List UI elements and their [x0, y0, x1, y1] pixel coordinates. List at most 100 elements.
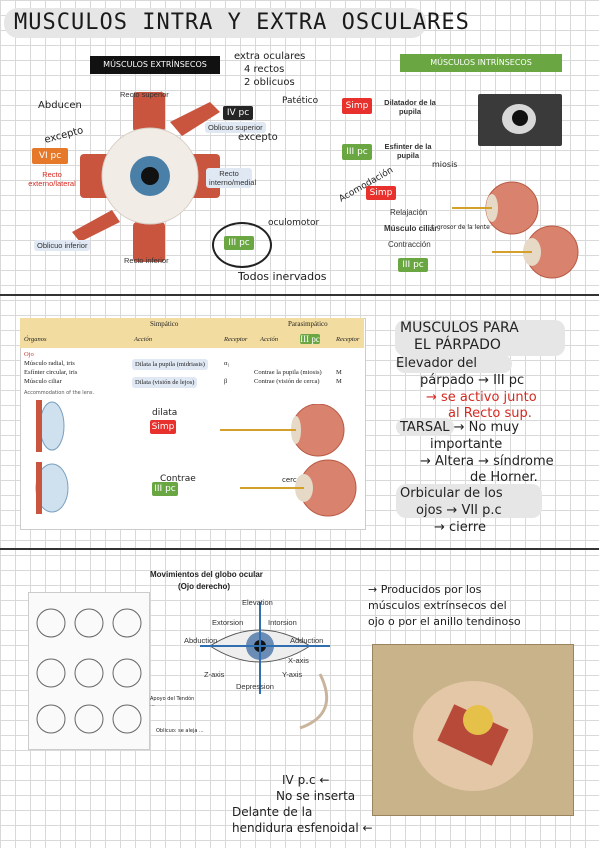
th-receptor-2: Receptor [336, 336, 360, 343]
badge-iii-pc-3: III pc [398, 258, 428, 272]
eyelid-item-3-line2: ojos → VII p.c [416, 503, 502, 518]
circle [74, 608, 104, 638]
table-row: Esfínter circular, iris Contrae la pupil… [24, 368, 364, 377]
eyelid-item-2-extra-2: de Horner. [470, 470, 538, 485]
oculomotor-note: oculomotor [268, 218, 320, 228]
badge-simp-table: Simp [150, 420, 176, 434]
note-line: extra oculares [234, 51, 306, 62]
eyelid-title-2: EL PÁRPADO [414, 337, 501, 353]
eyelid-band-3 [396, 484, 542, 518]
label-oblicuo-inferior: Oblicuo inferior [34, 240, 91, 251]
circle [112, 658, 142, 688]
th-iii-pc: III pc [300, 334, 320, 344]
orbit-nerve [463, 705, 493, 735]
badge-iii-pc-table: III pc [152, 482, 178, 496]
lens-far [39, 401, 65, 451]
th-organos: Órganos [24, 336, 47, 343]
iii-pc-circle [212, 222, 272, 268]
badge-iii-pc-2: III pc [342, 144, 372, 160]
muscle-recto-inferior [133, 222, 165, 262]
td: Esfínter circular, iris [24, 369, 78, 376]
badge-simp-1: Simp [342, 98, 372, 114]
patetico-note: Patético [282, 96, 319, 106]
eyelid-title-1: MUSCULOS PARA [400, 320, 519, 336]
accommodation-diagram [35, 400, 69, 514]
eyelid-item-3-extra-1: → cierre [434, 520, 486, 535]
circle [36, 608, 66, 638]
producidos-note: → Producidos por los músculos extrínseco… [368, 582, 521, 630]
eyelid-item-1-line2: párpado → III pc [420, 373, 525, 388]
divider-2 [0, 548, 599, 550]
label-y-axis: Y-axis [282, 670, 303, 679]
note-line: Delante de la [232, 805, 313, 819]
excepto-right-note: excepto [238, 132, 278, 143]
movements-title-1: Movimientos del globo ocular [150, 570, 263, 579]
label-elevation: Elevation [242, 598, 273, 607]
label-relajacion: Relajación [390, 208, 428, 217]
label-recto-interno: Recto interno/medial [206, 168, 256, 188]
eyelid-band-1 [396, 355, 512, 373]
badge-iv-pc: IV pc [223, 106, 253, 120]
td: M [336, 369, 342, 376]
eyelid-item-3-line1: Orbicular de los [400, 486, 503, 501]
note-line: → Producidos por los [368, 583, 482, 596]
th-accion-2: Acción [260, 336, 279, 343]
title-band [4, 8, 426, 38]
circle [36, 658, 66, 688]
col-simpatico: Simpático [150, 320, 179, 328]
notes-top: extra oculares 4 rectos 2 oblicuos [234, 50, 305, 89]
eye-movement-diagram [200, 602, 330, 730]
contrae-note: Contrae [160, 474, 196, 484]
td: Contrae la pupila (miosis) [254, 369, 322, 376]
circle [112, 704, 142, 734]
small-note-2: Oblicuo: se aleja ... [156, 728, 204, 734]
circle [36, 704, 66, 734]
label-recto-externo: Recto externo/lateral [28, 170, 76, 188]
label-oblicuo-superior: Oblicuo superior [205, 122, 266, 133]
bottom-note: IV p.c ← No se inserta Delante de la hen… [232, 772, 373, 836]
page-title: MUSCULOS INTRA Y EXTRA OSCULARES [14, 10, 470, 35]
circle [112, 608, 142, 638]
aumento-note: ↑ grosor de la lente [430, 224, 490, 231]
td: Ojo [24, 351, 34, 358]
table-body: Ojo Músculo radial, iris Dilata la pupil… [24, 350, 364, 388]
pupil [141, 167, 159, 185]
eye-diagram [72, 92, 220, 262]
eyelid-item-2-line2: importante [430, 437, 503, 452]
td: β [224, 378, 228, 385]
td: Contrae (visión de cerca) [254, 378, 320, 385]
eyelid-title-band [395, 320, 565, 356]
intrinsic-header: MÚSCULOS INTRÍNSECOS [400, 54, 562, 72]
dilata-note: dilata [152, 408, 178, 418]
small-note-1: Apoyo del Tendón ... [150, 696, 195, 708]
label-contraccion: Contracción [388, 240, 431, 249]
td: Dilata la pupila (midriasis) [132, 359, 208, 370]
label-abduction: Abduction [184, 636, 218, 645]
muscle-oblicuo-inferior [72, 210, 120, 242]
note-line: No se inserta [276, 789, 356, 803]
eye-photo [478, 94, 562, 146]
td: Músculo ciliar [24, 378, 62, 385]
muscle-recto-superior [133, 92, 165, 132]
label-adduction: Adduction [290, 636, 324, 645]
label-recto-superior: Recto superior [120, 90, 169, 99]
muscle-recto-externo [80, 154, 110, 198]
th-accion-1: Acción [134, 336, 153, 343]
movements-circles [36, 608, 142, 734]
td: Dilata (visión de lejos) [132, 377, 198, 388]
circle [74, 704, 104, 734]
eyelid-item-2-line1: TARSAL → No muy [400, 420, 520, 435]
eyelid-item-1-extra-1: → se activo junto [426, 390, 537, 405]
eyelid-item-2-extra-1: → Altera → síndrome [420, 454, 554, 469]
muscle-oblicuo-superior [170, 102, 220, 136]
label-intorsion: Intorsion [268, 618, 297, 627]
table-row: Músculo radial, iris Dilata la pupila (m… [24, 359, 364, 370]
label-dilatador: Dilatador de la pupila [384, 98, 436, 116]
note-line: IV p.c ← [282, 773, 330, 787]
label-z-axis: Z-axis [204, 670, 225, 679]
td: Músculo radial, iris [24, 360, 75, 367]
badge-iii-pc: III pc [224, 236, 254, 250]
abducen-note: Abducen [38, 100, 82, 111]
label-esfinter: Esfinter de la pupila [384, 142, 432, 160]
lens-diagram [452, 181, 579, 279]
